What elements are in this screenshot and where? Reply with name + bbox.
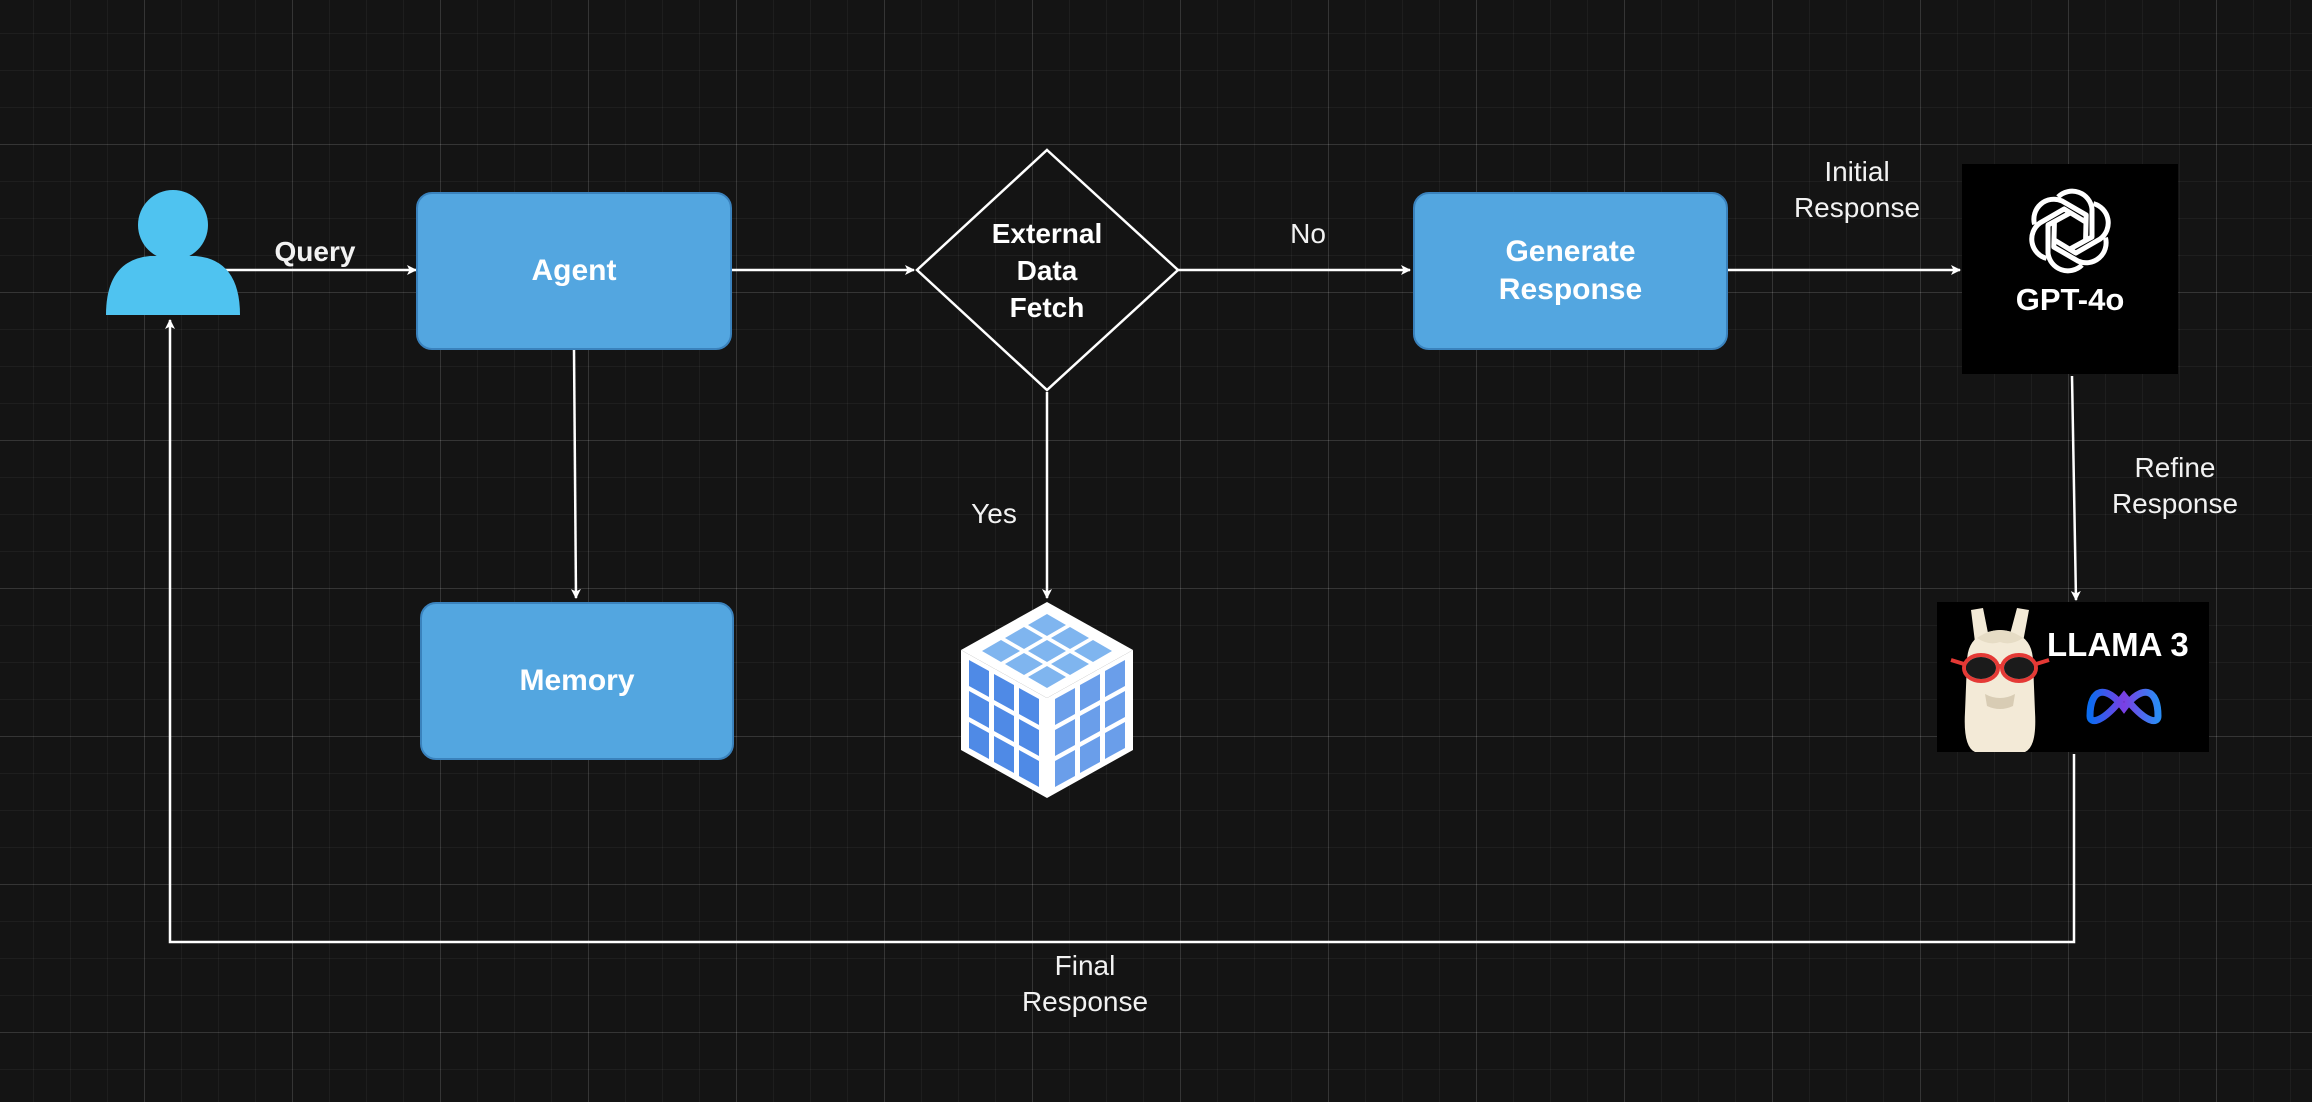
generate-response-label: Generate Response: [1498, 235, 1643, 306]
gpt-4o-label: GPT-4o: [2015, 282, 2125, 317]
gpt-4o-logo: GPT-4o: [1962, 164, 2178, 374]
arrow-agent-to-memory: [570, 349, 581, 599]
edge-label-refine-response: Refine Response: [2111, 452, 2239, 519]
meta-logo-icon: [2086, 688, 2162, 725]
edge-label-initial-response: Initial Response: [1793, 156, 1921, 223]
openai-logo-icon: [2029, 188, 2111, 274]
llama-3-label: LLAMA 3: [2047, 626, 2189, 663]
agent-box: Agent: [416, 192, 732, 350]
edge-label-query: Query: [274, 236, 356, 267]
decision-label: External Data Fetch: [991, 218, 1103, 323]
generate-response-box: Generate Response: [1413, 192, 1728, 350]
edge-label-no: No: [1290, 218, 1326, 249]
user-icon: [106, 190, 240, 315]
memory-box: Memory: [420, 602, 734, 760]
database-cube-icon: [961, 602, 1133, 798]
llama-3-logo: LLAMA 3: [1937, 602, 2209, 752]
edge-label-final-response: Final Response: [1021, 950, 1149, 1017]
decision-diamond: [915, 148, 1180, 392]
agent-label: Agent: [531, 254, 617, 287]
edge-label-yes: Yes: [971, 498, 1017, 529]
arrow-gpt-to-llama: [2070, 375, 2081, 601]
llama-mascot-icon: [1950, 608, 2050, 752]
memory-label: Memory: [519, 664, 635, 697]
arrow-final-response-loop: [165, 319, 2076, 944]
